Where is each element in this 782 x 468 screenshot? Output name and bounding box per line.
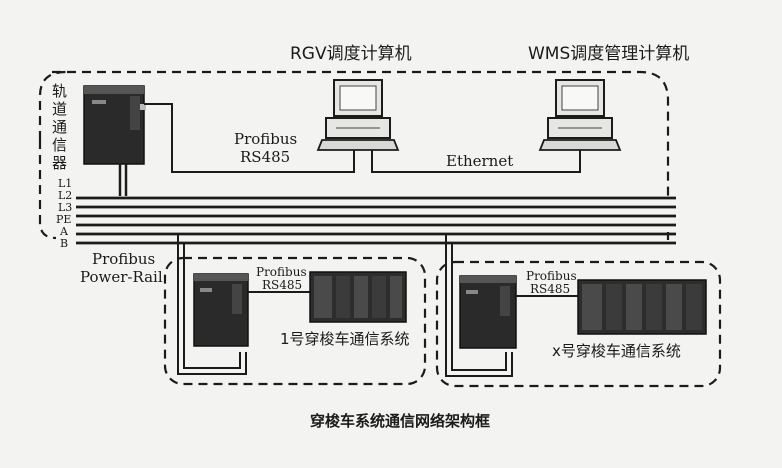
rail-communicator-label-char-5: 器 (52, 154, 68, 172)
bus-line-label-a: A (60, 225, 68, 238)
subsystem-1-plc-rack (309, 271, 407, 323)
profibus-rs485-label-line-1: Profibus (234, 130, 298, 148)
drop-wire-subsystem-x (445, 234, 513, 377)
subsystem-x-communicator (459, 275, 517, 349)
subsystem-1-link-label-line-1: Profibus (256, 265, 307, 279)
profibus-power-rail-label-line-2: Power-Rail (80, 268, 163, 286)
subsystem-x-plc-rack (577, 279, 707, 335)
subsystem-x-link-label-line-2: RS485 (530, 282, 571, 296)
rail-communicator-label-char-2: 道 (52, 100, 68, 118)
wms-computer-label: WMS调度管理计算机 (528, 44, 690, 64)
subsystem-x-name: x号穿梭车通信系统 (552, 342, 681, 360)
drop-wire-subsystem-1 (177, 234, 247, 375)
subsystem-x-boundary (435, 260, 722, 388)
profibus-rs485-label-line-2: RS485 (240, 148, 291, 166)
ethernet-link (371, 150, 581, 173)
rail-communicator-label-char-4: 信 (52, 136, 68, 154)
rail-communicator-label-char-1: 轨 (52, 82, 68, 100)
profibus-power-rail-label-line-1: Profibus (92, 250, 156, 268)
upper-dashed-boundary (38, 70, 670, 240)
rail-communicator-device (83, 85, 146, 196)
subsystem-1-boundary (163, 256, 427, 386)
bus-line-label-l3: L3 (58, 201, 73, 214)
bus-rails (76, 196, 676, 245)
rgv-computer-icon (316, 79, 400, 151)
ethernet-label: Ethernet (446, 152, 514, 170)
figure-caption: 穿梭车系统通信网络架构框 (310, 412, 491, 430)
subsystem-x-link-label-line-1: Profibus (526, 269, 577, 283)
bus-line-label-b: B (60, 237, 69, 250)
rail-communicator-label-char-3: 通 (52, 118, 68, 136)
subsystem-1-name: 1号穿梭车通信系统 (280, 330, 410, 348)
bus-line-label-l2: L2 (58, 189, 73, 202)
wms-computer-icon (538, 79, 622, 151)
subsystem-1-communicator (193, 273, 249, 347)
rgv-computer-label: RGV调度计算机 (290, 44, 412, 64)
bus-line-label-pe: PE (56, 213, 72, 226)
bus-line-label-l1: L1 (58, 177, 73, 190)
subsystem-1-link-label-line-2: RS485 (262, 278, 303, 292)
profibus-rs485-link (144, 103, 355, 173)
